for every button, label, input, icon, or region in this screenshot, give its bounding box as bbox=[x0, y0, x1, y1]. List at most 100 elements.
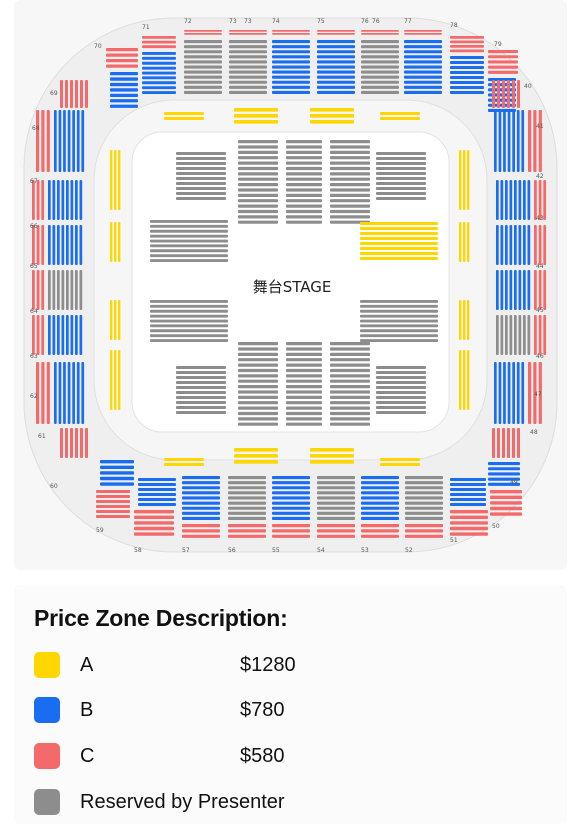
seat-row[interactable] bbox=[514, 180, 517, 220]
seat-row[interactable] bbox=[238, 401, 278, 405]
seat-row[interactable] bbox=[404, 80, 442, 84]
seat-row[interactable] bbox=[66, 315, 69, 355]
seat-row[interactable] bbox=[61, 315, 65, 355]
seat-row[interactable] bbox=[404, 85, 442, 89]
seat-row[interactable] bbox=[229, 75, 267, 79]
seat-row[interactable] bbox=[229, 30, 267, 32]
seat-row[interactable] bbox=[272, 486, 310, 490]
seat-row[interactable] bbox=[229, 50, 267, 54]
seat-block-59-c[interactable] bbox=[96, 490, 130, 518]
seat-row[interactable] bbox=[286, 193, 322, 197]
seat-row[interactable] bbox=[360, 252, 438, 255]
seat-row[interactable] bbox=[150, 224, 228, 228]
floor-block-bottom-center[interactable] bbox=[286, 342, 322, 426]
seat-row[interactable] bbox=[272, 529, 310, 533]
seat-row[interactable] bbox=[463, 222, 466, 262]
seat-block-74[interactable] bbox=[272, 40, 310, 94]
seat-row[interactable] bbox=[376, 192, 426, 195]
seat-row[interactable] bbox=[234, 448, 278, 452]
seat-row[interactable] bbox=[79, 225, 83, 265]
seat-row[interactable] bbox=[361, 40, 399, 44]
seat-row[interactable] bbox=[286, 177, 322, 181]
seat-row[interactable] bbox=[238, 390, 278, 394]
seat-row[interactable] bbox=[330, 183, 370, 187]
seat-row[interactable] bbox=[176, 391, 226, 394]
seat-block-71-c[interactable] bbox=[142, 36, 176, 49]
seat-row[interactable] bbox=[330, 379, 370, 383]
seat-block-inner-42[interactable] bbox=[459, 150, 470, 210]
seat-row[interactable] bbox=[500, 270, 504, 310]
seat-block-43[interactable] bbox=[496, 180, 531, 220]
seat-row[interactable] bbox=[317, 30, 355, 32]
seat-row[interactable] bbox=[527, 180, 531, 220]
seat-block-66-c[interactable] bbox=[32, 180, 45, 220]
seat-row[interactable] bbox=[110, 99, 138, 103]
seat-row[interactable] bbox=[496, 270, 499, 310]
seat-row[interactable] bbox=[176, 366, 226, 369]
seat-row[interactable] bbox=[361, 534, 399, 538]
seat-row[interactable] bbox=[75, 225, 78, 265]
seat-row[interactable] bbox=[229, 85, 267, 89]
seat-row[interactable] bbox=[330, 199, 370, 203]
seat-row[interactable] bbox=[72, 362, 75, 424]
seat-row[interactable] bbox=[182, 516, 220, 520]
seat-row[interactable] bbox=[150, 300, 228, 303]
seat-row[interactable] bbox=[272, 60, 310, 64]
seat-row[interactable] bbox=[360, 314, 438, 318]
seat-block-54[interactable] bbox=[317, 476, 355, 520]
seat-row[interactable] bbox=[496, 225, 499, 265]
seat-row[interactable] bbox=[234, 108, 278, 112]
seat-row[interactable] bbox=[110, 300, 113, 340]
seat-row[interactable] bbox=[182, 491, 220, 495]
seat-row[interactable] bbox=[509, 225, 513, 265]
seat-row[interactable] bbox=[61, 270, 65, 310]
seat-row[interactable] bbox=[361, 30, 399, 32]
seat-row[interactable] bbox=[110, 72, 138, 76]
seat-block-68-c[interactable] bbox=[36, 110, 50, 172]
seat-row[interactable] bbox=[330, 193, 370, 197]
seat-row[interactable] bbox=[184, 85, 222, 89]
seat-row[interactable] bbox=[228, 491, 266, 495]
seat-row[interactable] bbox=[450, 40, 484, 44]
seat-row[interactable] bbox=[286, 183, 322, 187]
seat-row[interactable] bbox=[234, 114, 278, 118]
seat-row[interactable] bbox=[507, 362, 511, 424]
seat-row[interactable] bbox=[52, 225, 56, 265]
seat-row[interactable] bbox=[75, 428, 78, 458]
seat-row[interactable] bbox=[360, 222, 438, 225]
seat-row[interactable] bbox=[361, 45, 399, 49]
seat-row[interactable] bbox=[286, 145, 322, 149]
seat-row[interactable] bbox=[114, 222, 117, 262]
seat-row[interactable] bbox=[182, 506, 220, 510]
seat-row[interactable] bbox=[286, 385, 322, 389]
seat-row[interactable] bbox=[317, 85, 355, 89]
seat-row[interactable] bbox=[317, 60, 355, 64]
seat-row[interactable] bbox=[272, 80, 310, 84]
seat-row[interactable] bbox=[85, 80, 88, 108]
seat-row[interactable] bbox=[229, 90, 267, 94]
seat-row[interactable] bbox=[450, 56, 484, 59]
seat-row[interactable] bbox=[330, 385, 370, 389]
seat-row[interactable] bbox=[496, 180, 499, 220]
seat-row[interactable] bbox=[46, 110, 50, 172]
seat-row[interactable] bbox=[360, 319, 438, 323]
seat-block-66[interactable] bbox=[48, 180, 83, 220]
seat-row[interactable] bbox=[450, 493, 486, 496]
seat-row[interactable] bbox=[106, 53, 138, 57]
seat-row[interactable] bbox=[142, 36, 176, 39]
seat-row[interactable] bbox=[317, 55, 355, 59]
seat-row[interactable] bbox=[72, 110, 75, 172]
seat-row[interactable] bbox=[52, 180, 56, 220]
seat-row[interactable] bbox=[507, 110, 511, 172]
seat-row[interactable] bbox=[497, 80, 500, 108]
seat-row[interactable] bbox=[150, 324, 228, 328]
seat-row[interactable] bbox=[360, 247, 438, 250]
seat-row[interactable] bbox=[238, 374, 278, 378]
seat-row[interactable] bbox=[238, 183, 278, 187]
seat-row[interactable] bbox=[100, 465, 134, 469]
seat-row[interactable] bbox=[96, 500, 130, 503]
seat-row[interactable] bbox=[65, 80, 68, 108]
seat-row[interactable] bbox=[110, 88, 138, 92]
seat-row[interactable] bbox=[176, 162, 226, 165]
seat-row[interactable] bbox=[286, 422, 322, 426]
